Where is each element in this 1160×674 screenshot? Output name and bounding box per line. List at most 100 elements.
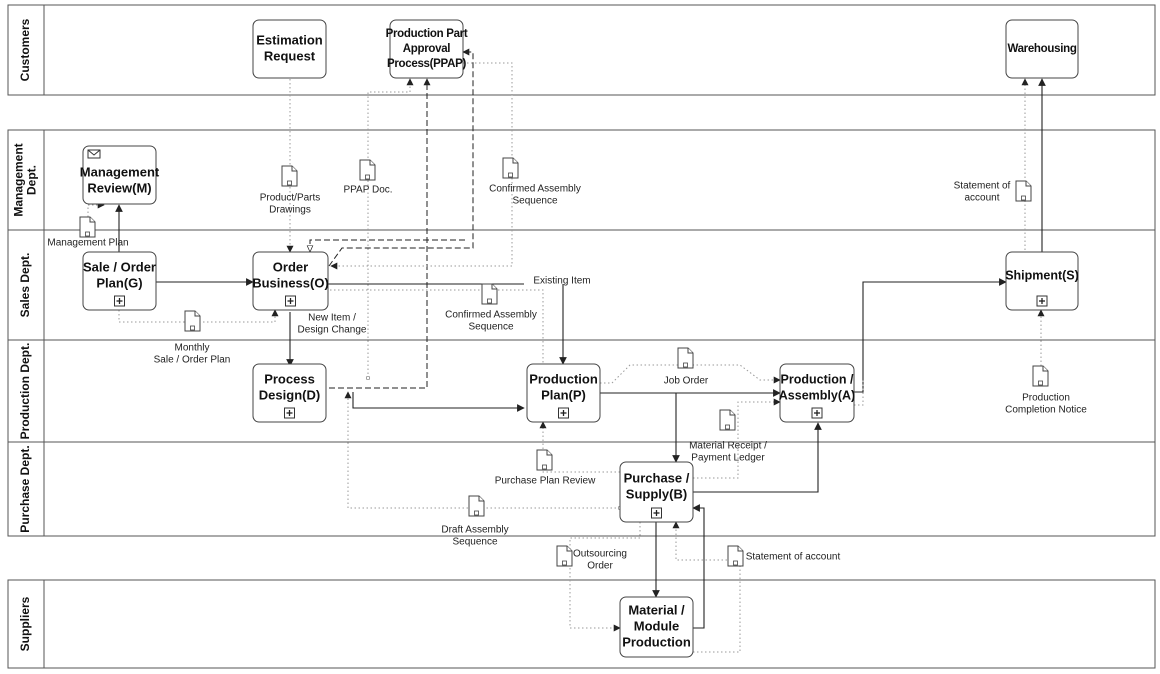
task-warehousing[interactable]: Warehousing [1005, 19, 1079, 79]
pool-label-management: ManagementDept. [12, 143, 39, 216]
doc-ppap-doc: PPAP Doc. [343, 159, 393, 196]
document-icon [79, 216, 96, 238]
plus-square-icon [285, 295, 296, 307]
assoc-design-ppap-doc [365, 78, 414, 381]
envelope-icon [87, 149, 101, 159]
document-icon [1015, 180, 1032, 202]
document-icon [727, 545, 744, 567]
assoc-purchase-plan-review [539, 421, 620, 473]
pool-label-sales: Sales Dept. [18, 253, 32, 318]
task-purchase-supply[interactable]: Purchase /Supply(B) [619, 461, 694, 523]
label-new-item-design-change: New Item /Design Change [298, 313, 367, 336]
doc-label: Material Receipt /Payment Ledger [689, 441, 767, 464]
document-icon [359, 159, 376, 181]
label-existing-item: Existing Item [533, 276, 590, 287]
plus-square-icon [558, 407, 569, 419]
assoc-assembly-completion [854, 380, 864, 406]
plus-square-icon [284, 407, 295, 419]
assoc-ppap-confirmed-seq [330, 62, 513, 270]
flow-design-to-plan [352, 392, 525, 412]
pool-label-production: Production Dept. [18, 343, 32, 440]
document-icon [502, 157, 519, 179]
document-icon [468, 495, 485, 517]
document-icon [184, 310, 201, 332]
task-label: Purchase /Supply(B) [624, 470, 690, 501]
doc-purchase-plan-review: Purchase Plan Review [495, 449, 596, 487]
assoc-outsourcing [569, 522, 641, 632]
pool-label-customers: Customers [18, 18, 32, 81]
msg-design-to-ppap [329, 78, 431, 389]
task-label: Shipment(S) [1005, 268, 1079, 282]
document-icon [719, 409, 736, 431]
assoc-mgmt-plan [87, 201, 105, 217]
doc-job-order: Job Order [664, 347, 709, 387]
flow-material-to-purchase [692, 504, 705, 629]
plus-square-icon [651, 507, 662, 519]
doc-label: PPAP Doc. [343, 185, 392, 196]
doc-label: Statement of account [746, 552, 841, 563]
document-icon [556, 545, 573, 567]
document-icon [481, 283, 498, 305]
task-shipment[interactable]: Shipment(S) [1005, 251, 1079, 311]
task-label: Warehousing [1007, 43, 1076, 55]
plus-square-icon [114, 295, 125, 307]
document-icon [1032, 365, 1049, 387]
task-label: Production /Assembly(A) [779, 372, 855, 402]
pool-lanes [7, 4, 1156, 669]
document-icon [281, 165, 298, 187]
flow-purchase-to-assembly [693, 422, 822, 493]
plus-square-icon [1036, 295, 1048, 307]
doc-statement-account-bottom: Statement of account [727, 545, 841, 567]
doc-label: Purchase Plan Review [495, 476, 596, 487]
assoc-confirmed-seq-mid [330, 289, 547, 371]
doc-material-receipt: Material Receipt /Payment Ledger [689, 409, 767, 464]
doc-management-plan: Management Plan [47, 216, 129, 249]
assoc-draft-assembly [344, 391, 623, 511]
msg-order-to-ppap [328, 48, 474, 267]
pool-label-purchase: Purchase Dept. [18, 445, 32, 532]
document-icon [536, 449, 553, 471]
task-production-assembly[interactable]: Production /Assembly(A) [779, 363, 855, 423]
plus-square-icon [811, 407, 823, 419]
msg-ppap-to-order [310, 239, 465, 252]
document-icon [677, 347, 694, 369]
doc-label: Management Plan [47, 238, 128, 249]
